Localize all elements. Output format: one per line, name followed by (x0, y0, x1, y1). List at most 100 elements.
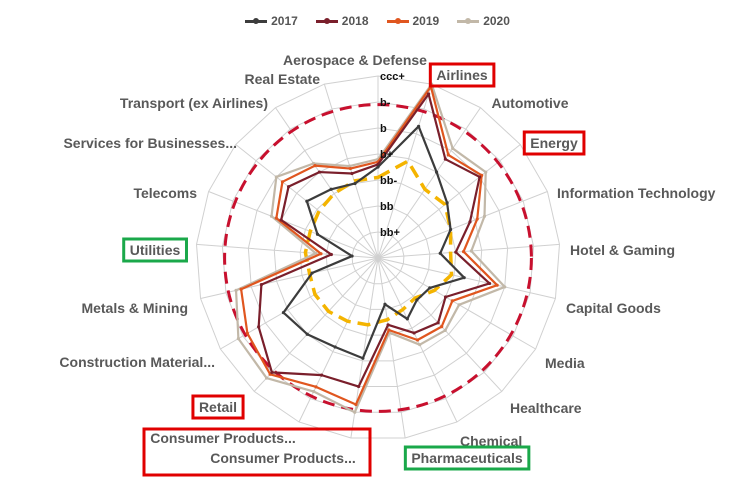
category-label: Information Technology (557, 185, 716, 201)
series-point-2017 (353, 181, 357, 186)
category-label: Healthcare (510, 400, 582, 416)
grid-spoke (377, 144, 521, 259)
category-label: Capital Goods (566, 300, 661, 316)
series-point-2019 (354, 402, 358, 407)
series-point-2017 (449, 227, 453, 232)
series-point-2017 (361, 356, 365, 360)
rating-tick-label: b (380, 123, 387, 135)
legend-item-2018: 2018 (315, 14, 369, 28)
series-point-2018 (350, 171, 354, 176)
series-point-2017 (329, 187, 333, 191)
series-point-2018 (286, 185, 291, 189)
series-point-2019 (239, 287, 243, 291)
series-point-2017 (383, 302, 387, 306)
legend-item-2020: 2020 (457, 14, 510, 28)
grid-ring (196, 75, 560, 439)
series-point-2019 (348, 166, 353, 171)
series-point-2019 (245, 331, 250, 335)
series-point-2017 (315, 232, 320, 236)
grid-ring (299, 179, 457, 336)
rating-tick-label: bb (380, 201, 394, 213)
series-point-2019 (313, 164, 317, 168)
series-point-2020 (443, 328, 447, 333)
series-point-2020 (348, 164, 352, 168)
grid-spoke (377, 257, 406, 439)
series-point-2017 (376, 165, 380, 169)
rating-tick-label: b+ (380, 149, 393, 161)
grid-spoke (377, 257, 503, 392)
series-point-2019 (415, 338, 420, 342)
series-point-2020 (469, 249, 473, 253)
series-point-2018 (436, 321, 440, 325)
series-point-2018 (468, 220, 472, 224)
series-point-2018 (426, 92, 431, 96)
legend-swatch (386, 17, 409, 24)
category-label: Pharmaceuticals (411, 450, 522, 466)
category-label: Construction Material... (59, 354, 215, 370)
series-point-2018 (412, 331, 416, 335)
series-point-2019 (446, 153, 450, 157)
series-point-2018 (329, 252, 333, 257)
series-point-2017 (438, 251, 442, 255)
grid-spoke (377, 191, 548, 259)
series-point-2019 (280, 180, 285, 184)
series-point-2019 (461, 249, 466, 254)
series-point-2019 (440, 325, 444, 329)
grid-spoke (377, 83, 433, 259)
category-highlight-box (428, 62, 496, 88)
category-label: Energy (530, 135, 578, 151)
grid-spoke (377, 107, 481, 259)
legend-label: 2020 (483, 14, 510, 28)
series-point-2019 (314, 385, 318, 389)
series-point-2018 (478, 175, 482, 179)
series-line-2018 (257, 92, 491, 388)
series-point-2019 (475, 217, 479, 221)
rating-tick-label: ccc+ (380, 71, 405, 83)
series-point-2020 (264, 376, 269, 380)
grid-spoke (350, 257, 379, 439)
series-point-2019 (450, 299, 454, 303)
category-label: Aerospace & Defense (283, 52, 427, 68)
legend-swatch (245, 17, 268, 24)
category-label: Telecoms (133, 185, 197, 201)
series-line-2020 (234, 82, 506, 414)
category-label: Metals & Mining (81, 300, 188, 316)
category-label: Consumer Products... (150, 430, 295, 446)
category-highlight-box-consumer (142, 427, 372, 477)
grid-spoke (377, 243, 560, 259)
series-point-2018 (357, 384, 361, 389)
series-point-2020 (457, 303, 461, 307)
series-point-2017 (281, 311, 286, 315)
series-point-2020 (312, 389, 316, 394)
grid-spoke (323, 83, 379, 259)
series-point-2018 (257, 325, 261, 329)
series-point-2018 (259, 283, 263, 287)
legend-label: 2019 (412, 14, 440, 28)
rating-tick-label: b- (380, 97, 391, 109)
category-label: Utilities (130, 242, 181, 258)
series-line-2017 (282, 125, 466, 360)
series-point-2018 (443, 157, 447, 161)
category-highlight-box (403, 445, 531, 471)
category-highlight-box (191, 394, 245, 420)
series-point-2017 (417, 124, 421, 128)
series-point-2017 (462, 276, 466, 280)
series-point-2017 (434, 170, 439, 174)
series-point-2020 (484, 170, 488, 174)
series-point-2018 (386, 323, 390, 327)
series-point-2019 (387, 328, 391, 332)
category-label: Services for Businesses... (63, 135, 237, 151)
category-highlight-box (122, 237, 188, 263)
series-point-2019 (495, 283, 499, 287)
category-highlight-box (522, 130, 586, 156)
series-point-2020 (451, 146, 455, 151)
series-point-2020 (314, 251, 318, 255)
series-point-2017 (305, 332, 309, 336)
grid-spoke (298, 257, 379, 423)
series-point-2020 (234, 288, 238, 292)
category-label: Airlines (436, 67, 488, 83)
series-point-2017 (350, 254, 354, 258)
series-point-2017 (310, 271, 314, 275)
grid-spoke (196, 243, 379, 259)
